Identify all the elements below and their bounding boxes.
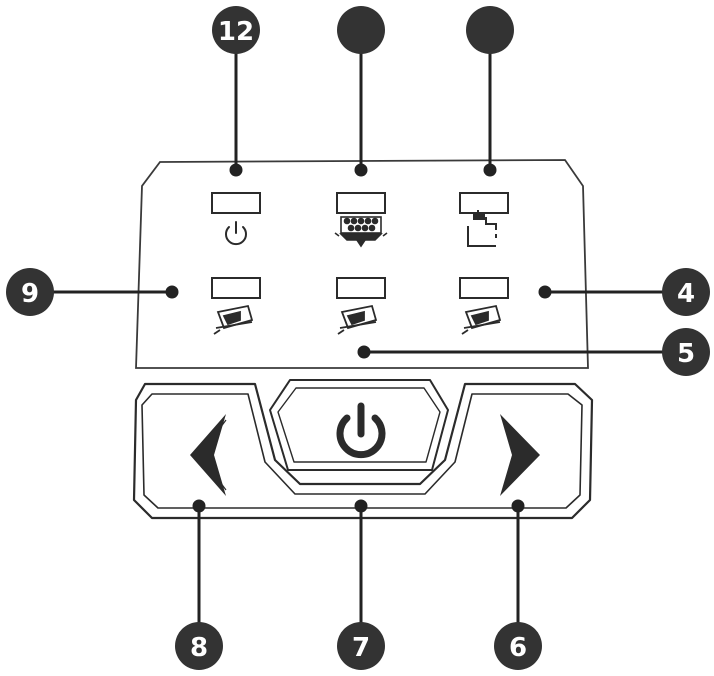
- ice-shaver-icon: [334, 216, 388, 248]
- pitcher-icon-2: [337, 304, 378, 335]
- callout-7-label: 7: [352, 633, 370, 663]
- callout-8-label: 8: [190, 633, 208, 663]
- left-button[interactable]: [190, 414, 227, 496]
- callout-7: 7: [337, 622, 385, 670]
- pitcher-icon-1: [213, 304, 254, 335]
- indicator-light-2: [336, 192, 386, 214]
- callout-2: [337, 6, 385, 54]
- callout-4-label: 4: [677, 279, 695, 309]
- callout-12-label: 12: [218, 17, 254, 47]
- callout-5-label: 5: [677, 339, 695, 369]
- button-housing: [132, 379, 594, 520]
- callout-4: 4: [662, 268, 710, 316]
- callout-6-label: 6: [509, 633, 527, 663]
- callout-6: 6: [494, 622, 542, 670]
- right-button[interactable]: [500, 414, 540, 496]
- indicator-light-6: [459, 277, 509, 299]
- power-button[interactable]: [336, 402, 386, 459]
- callout-8: 8: [175, 622, 223, 670]
- callout-3: [466, 6, 514, 54]
- callout-9-label: 9: [21, 279, 39, 309]
- chevron-right-icon: [500, 414, 540, 496]
- pitcher-icon-3: [461, 304, 502, 335]
- indicator-light-4: [211, 277, 261, 299]
- callout-9: 9: [6, 268, 54, 316]
- power-icon: [336, 414, 386, 459]
- callout-5: 5: [662, 328, 710, 376]
- display-panel: [135, 159, 589, 369]
- leader-lines: [38, 36, 680, 642]
- water-tap-icon: [467, 210, 497, 247]
- callout-12: 12: [212, 6, 260, 54]
- chevron-left-icon: [190, 414, 226, 496]
- power-icon: [225, 221, 247, 246]
- indicator-light-1: [211, 192, 261, 214]
- indicator-light-3: [459, 192, 509, 214]
- indicator-light-5: [336, 277, 386, 299]
